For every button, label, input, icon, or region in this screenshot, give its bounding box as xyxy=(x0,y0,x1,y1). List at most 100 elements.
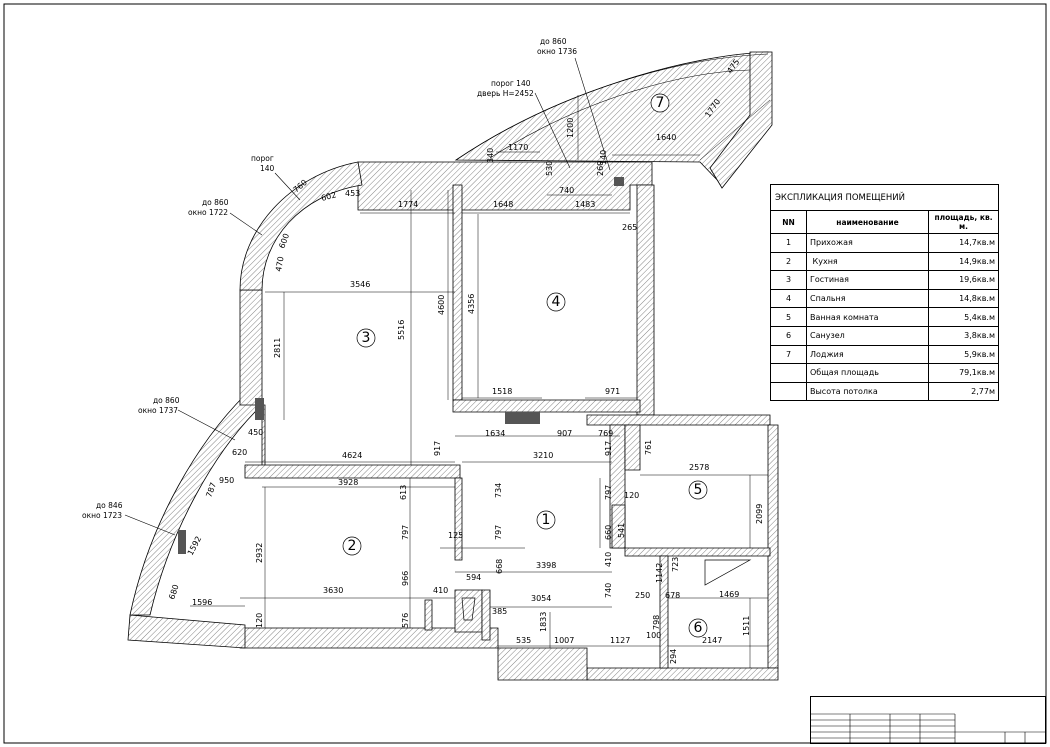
svg-text:100: 100 xyxy=(646,631,661,640)
svg-text:окно 1722: окно 1722 xyxy=(188,208,228,217)
svg-text:917: 917 xyxy=(433,441,442,456)
svg-text:1170: 1170 xyxy=(508,143,528,152)
svg-text:600: 600 xyxy=(277,232,291,249)
room-number-5: 5 xyxy=(688,480,708,500)
svg-text:761: 761 xyxy=(644,440,653,455)
row-nn: 7 xyxy=(771,345,807,365)
row-name: Общая площадь xyxy=(806,363,929,383)
svg-text:5516: 5516 xyxy=(397,320,406,340)
svg-text:265: 265 xyxy=(622,223,637,232)
svg-text:3630: 3630 xyxy=(323,586,343,595)
row-name: Кухня xyxy=(806,252,929,272)
svg-text:797: 797 xyxy=(401,525,410,540)
room-number-6: 6 xyxy=(688,618,708,638)
row-area: 14,9кв.м xyxy=(928,252,998,272)
row-nn: 2 xyxy=(771,252,807,272)
row-name: Высота потолка xyxy=(806,382,929,401)
svg-text:2: 2 xyxy=(348,538,357,554)
svg-text:613: 613 xyxy=(399,485,408,500)
svg-text:453: 453 xyxy=(345,189,360,198)
svg-text:1007: 1007 xyxy=(554,636,574,645)
row-nn: 3 xyxy=(771,270,807,290)
svg-text:2099: 2099 xyxy=(755,504,764,524)
svg-text:535: 535 xyxy=(516,636,531,645)
niche-fill xyxy=(255,398,264,420)
svg-text:1469: 1469 xyxy=(719,590,739,599)
svg-text:1833: 1833 xyxy=(539,612,548,632)
row-area: 14,7кв.м xyxy=(928,233,998,253)
svg-text:541: 541 xyxy=(617,523,626,538)
svg-text:250: 250 xyxy=(635,591,650,600)
svg-text:2578: 2578 xyxy=(689,463,709,472)
svg-text:668: 668 xyxy=(495,559,504,574)
svg-text:1127: 1127 xyxy=(610,636,630,645)
svg-text:1596: 1596 xyxy=(192,598,212,607)
svg-text:734: 734 xyxy=(494,483,503,498)
svg-text:594: 594 xyxy=(466,573,481,582)
row-name: Лоджия xyxy=(806,345,929,365)
svg-text:до 860: до 860 xyxy=(202,198,229,207)
svg-text:120: 120 xyxy=(624,491,639,500)
svg-text:340: 340 xyxy=(486,148,495,163)
svg-text:6: 6 xyxy=(694,620,703,636)
svg-text:2932: 2932 xyxy=(255,543,264,563)
niche-fill xyxy=(505,412,540,424)
svg-text:787: 787 xyxy=(204,481,218,498)
row-nn xyxy=(771,363,807,383)
title-block-stamp xyxy=(810,696,1046,744)
svg-text:3: 3 xyxy=(362,330,371,346)
row-nn: 5 xyxy=(771,307,807,327)
explication-title: ЭКСПЛИКАЦИЯ ПОМЕЩЕНИЙ xyxy=(771,185,998,211)
row-area: 5,4кв.м xyxy=(928,307,998,327)
svg-text:3928: 3928 xyxy=(338,478,358,487)
exterior-walls xyxy=(127,51,779,681)
svg-text:966: 966 xyxy=(401,571,410,586)
svg-text:798: 798 xyxy=(652,615,661,630)
svg-text:4356: 4356 xyxy=(467,294,476,314)
svg-text:740: 740 xyxy=(604,583,613,598)
row-name: Прихожая xyxy=(806,233,929,253)
room-markers: 1 2 3 4 5 6 7 xyxy=(342,93,708,638)
row-name: Гостиная xyxy=(806,270,929,290)
svg-text:917: 917 xyxy=(604,441,613,456)
room-number-2: 2 xyxy=(342,536,362,556)
row-nn: 1 xyxy=(771,233,807,253)
svg-text:7: 7 xyxy=(656,95,665,111)
svg-text:740: 740 xyxy=(559,186,574,195)
svg-text:410: 410 xyxy=(433,586,448,595)
svg-text:до 846: до 846 xyxy=(96,501,123,510)
svg-text:907: 907 xyxy=(557,429,572,438)
room-explication-table: ЭКСПЛИКАЦИЯ ПОМЕЩЕНИЙ NN наименование пл… xyxy=(770,184,999,402)
svg-text:дверь H=2452: дверь H=2452 xyxy=(477,89,534,98)
svg-text:530: 530 xyxy=(545,161,554,176)
svg-text:1200: 1200 xyxy=(566,118,575,138)
svg-text:660: 660 xyxy=(604,525,613,540)
svg-text:окно 1736: окно 1736 xyxy=(537,47,577,56)
svg-text:971: 971 xyxy=(605,387,620,396)
svg-text:3398: 3398 xyxy=(536,561,556,570)
svg-text:576: 576 xyxy=(401,613,410,628)
room-number-1: 1 xyxy=(536,510,556,530)
svg-text:797: 797 xyxy=(494,525,503,540)
svg-text:723: 723 xyxy=(671,557,680,572)
svg-text:797: 797 xyxy=(604,485,613,500)
row-name: Спальня xyxy=(806,289,929,309)
svg-text:450: 450 xyxy=(248,428,263,437)
table-header-row: NN наименование площадь, кв. м. xyxy=(771,211,998,234)
svg-text:4624: 4624 xyxy=(342,451,362,460)
row-nn: 6 xyxy=(771,326,807,346)
loggia-arc xyxy=(455,53,769,161)
svg-text:385: 385 xyxy=(492,607,507,616)
svg-text:410: 410 xyxy=(604,552,613,567)
svg-text:2811: 2811 xyxy=(273,338,282,358)
svg-text:470: 470 xyxy=(274,256,286,273)
